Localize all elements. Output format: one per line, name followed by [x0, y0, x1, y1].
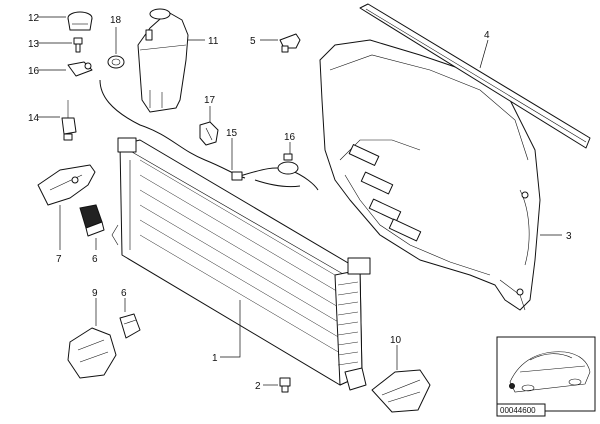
push-rivet	[279, 33, 301, 53]
rubber-mount-upper	[79, 204, 105, 237]
clip-17	[199, 121, 219, 146]
temperature-sensor	[61, 100, 77, 141]
callout-11: 11	[208, 36, 219, 47]
lower-bracket-right	[371, 369, 431, 413]
callout-12: 12	[28, 13, 40, 24]
level-sensor	[67, 61, 93, 77]
callout-14: 14	[28, 113, 40, 124]
reference-id-label: 00044600	[500, 406, 536, 415]
seal-strip	[359, 3, 591, 149]
callout-16-upper: 16	[28, 66, 40, 77]
callout-2: 2	[255, 381, 261, 392]
callout-13: 13	[28, 39, 40, 50]
callout-7: 7	[56, 254, 62, 265]
drain-plug	[279, 377, 291, 393]
fan-shroud	[319, 39, 541, 311]
callout-5: 5	[250, 36, 256, 47]
bleed-screw	[73, 37, 83, 53]
mounting-bracket	[37, 164, 96, 206]
callout-17: 17	[204, 95, 216, 106]
callout-9: 9	[92, 288, 98, 299]
callout-3: 3	[566, 231, 572, 242]
filler-cap	[67, 11, 93, 31]
radiator	[111, 137, 371, 391]
callout-16-right: 16	[284, 132, 296, 143]
leader-lines	[38, 16, 562, 386]
expansion-tank	[137, 8, 189, 113]
callout-18: 18	[110, 15, 122, 26]
hose-clamp-16	[277, 153, 299, 175]
callout-labels: 12 13 16 18 11 5 4 14 17 15 16 3 7 6 9 6…	[28, 13, 572, 392]
callout-1: 1	[212, 353, 218, 364]
hose-clamp-18	[107, 55, 125, 69]
callout-15: 15	[226, 128, 238, 139]
lower-bracket-left	[67, 327, 117, 379]
callout-6-lower: 6	[121, 288, 127, 299]
vehicle-reference-thumbnail: 00044600	[496, 336, 596, 417]
callout-6-upper: 6	[92, 254, 98, 265]
callout-4: 4	[484, 30, 490, 41]
callout-10: 10	[390, 335, 402, 346]
rubber-mount-lower	[119, 313, 141, 339]
